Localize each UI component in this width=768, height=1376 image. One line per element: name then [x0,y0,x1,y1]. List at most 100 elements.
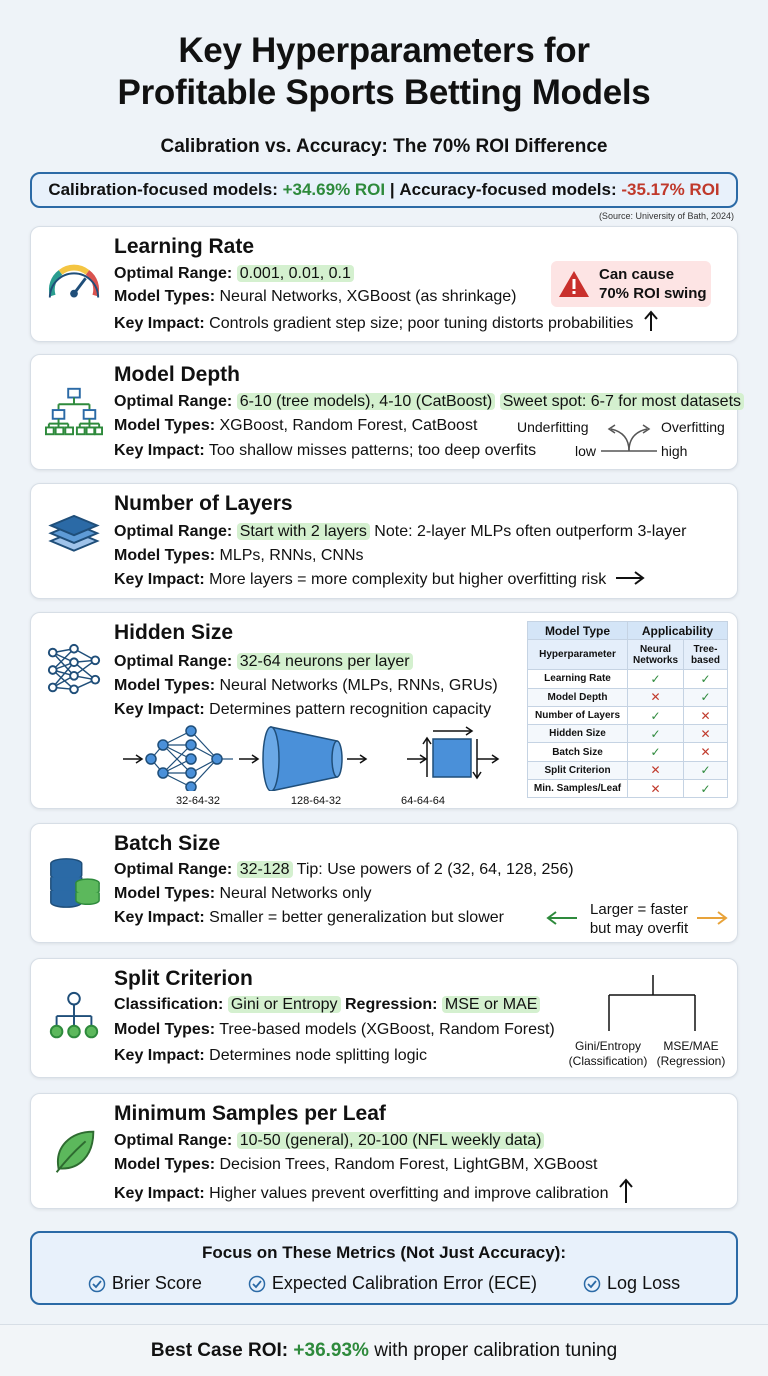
batch-size-tip: Tip: Use powers of 2 (32, 64, 128, 256) [296,861,574,878]
accuracy-label: Accuracy-focused models: [399,180,617,199]
optimal-range-label: Optimal Range: [114,265,233,282]
table-row: Batch Size✓✕ [527,742,728,762]
metric-label: Expected Calibration Error (ECE) [271,1273,538,1293]
focus-title: Focus on These Metrics (Not Just Accurac… [201,1243,566,1262]
warning-line-2: 70% ROI swing [599,285,707,302]
hidden-size-title: Hidden Size [114,621,234,644]
warning-line-1: Can cause [599,266,675,283]
table-header-applicability: Applicability [627,620,728,641]
model-depth-card: Model Depth Optimal Range: 6-10 (tree mo… [30,354,745,470]
batch-size-card: Batch Size Optimal Range: 32-128 Tip: Us… [30,823,738,943]
key-impact-label: Key Impact: [114,1185,205,1202]
footer-suffix: with proper calibration tuning [374,1339,618,1361]
metric-log-loss: Log Loss [583,1273,680,1294]
learning-rate-range: 0.001, 0.01, 0.1 [236,265,354,282]
metric-label: Brier Score [111,1273,202,1293]
optimal-range-label: Optimal Range: [114,861,233,878]
arch-label-1: 32-64-32 [175,795,221,807]
arch-label-2: 128-64-32 [290,795,342,807]
cross-icon: ✕ [627,779,684,799]
banner-separator: | [389,180,395,199]
check-circle-icon [88,1275,106,1292]
arrow-right-icon [615,571,645,585]
model-depth-sweet-spot: Sweet spot: 6-7 for most datasets [499,393,745,410]
split-criterion-model-types: Tree-based models (XGBoost, Random Fores… [219,1021,555,1038]
cross-icon: ✕ [683,705,728,726]
arrow-up-icon [644,310,658,331]
high-label: high [661,443,688,459]
gini-entropy-branch-label: Gini/Entropy (Classification) [563,1039,653,1069]
larger-batch-note: Larger = faster but may overfit [585,900,693,938]
regression-criteria: MSE or MAE [441,996,541,1013]
batch-size-impact: Smaller = better generalization but slow… [209,909,504,926]
key-impact-label: Key Impact: [114,571,205,588]
optimal-range-label: Optimal Range: [114,653,233,670]
batch-size-range: 32-128 [236,861,293,878]
model-depth-impact-row: Key Impact: Too shallow misses patterns;… [114,440,536,462]
cross-icon: ✕ [683,724,728,744]
model-depth-title: Model Depth [114,363,240,386]
title-line-1: Key Hyperparameters for [178,31,590,70]
table-row-label: Learning Rate [527,669,628,689]
warning-icon [559,271,589,297]
cross-icon: ✕ [627,687,684,707]
min-samples-model-types: Decision Trees, Random Forest, LightGBM,… [219,1156,598,1173]
roi-comparison-banner: Calibration-focused models: +34.69% ROI … [30,172,738,208]
split-criterion-model-types-row: Model Types: Tree-based models (XGBoost,… [114,1019,555,1041]
check-icon: ✓ [683,687,728,707]
speedometer-icon [45,255,103,313]
table-row: Learning Rate✓✓ [527,669,728,689]
applicability-table: Model Type Applicability Hyperparameter … [527,620,728,799]
learning-rate-impact-row: Key Impact: Controls gradient step size;… [114,310,660,335]
calibration-label: Calibration-focused models: [48,180,278,199]
left-branch-label-2: (Classification) [568,1054,648,1068]
hidden-size-card: Hidden Size Optimal Range: 32-64 neurons… [30,612,738,809]
layers-range: Start with 2 layers [236,523,370,540]
arch-label-3: 64-64-64 [400,795,446,807]
model-depth-range-row: Optimal Range: 6-10 (tree models), 4-10 … [114,391,745,413]
table-col-hyperparameter: Hyperparameter [527,639,628,671]
arrow-up-icon [619,1178,633,1203]
learning-rate-impact: Controls gradient step size; poor tuning… [209,315,634,332]
arrow-left-green-icon [546,911,577,925]
metric-label: Log Loss [607,1273,681,1293]
table-row-label: Hidden Size [527,724,628,744]
larger-line-2: but may overfit [589,920,689,937]
model-types-label: Model Types: [114,1156,216,1173]
min-samples-impact: Higher values prevent overfitting and im… [209,1185,609,1202]
model-depth-model-types-row: Model Types: XGBoost, Random Forest, Cat… [114,415,477,437]
architecture-diagrams [123,725,500,791]
min-samples-title: Minimum Samples per Leaf [114,1102,386,1125]
table-row-label: Min. Samples/Leaf [527,779,628,799]
cross-icon: ✕ [627,760,684,781]
optimal-range-label: Optimal Range: [114,393,233,410]
hidden-size-impact-row: Key Impact: Determines pattern recogniti… [114,699,491,721]
page-subtitle: Calibration vs. Accuracy: The 70% ROI Di… [160,136,608,157]
min-samples-range-row: Optimal Range: 10-50 (general), 20-100 (… [114,1130,545,1152]
check-icon: ✓ [627,705,684,726]
tree-split-icon [45,989,103,1047]
underfitting-label: Underfitting [517,419,589,435]
model-depth-model-types: XGBoost, Random Forest, CatBoost [219,417,478,434]
model-types-label: Model Types: [114,547,216,564]
check-circle-icon [248,1275,266,1292]
model-types-label: Model Types: [114,677,216,694]
optimal-range-label: Optimal Range: [114,523,233,540]
learning-rate-range-row: Optimal Range: 0.001, 0.01, 0.1 [114,263,354,285]
batch-size-range-row: Optimal Range: 32-128 Tip: Use powers of… [114,859,574,881]
layers-impact-row: Key Impact: More layers = more complexit… [114,569,645,591]
batch-size-model-types: Neural Networks only [219,885,372,902]
table-col-tree: Tree-based [683,639,728,671]
split-criterion-range-row: Classification: Gini or Entropy Regressi… [114,994,541,1016]
larger-line-1: Larger = faster [590,901,688,918]
key-impact-label: Key Impact: [114,909,205,926]
hidden-size-model-types-row: Model Types: Neural Networks (MLPs, RNNs… [114,675,498,697]
model-depth-impact: Too shallow misses patterns; too deep ov… [208,442,537,459]
check-icon: ✓ [683,760,728,781]
split-criterion-card: Split Criterion Classification: Gini or … [30,958,738,1078]
check-icon: ✓ [627,742,684,762]
table-row: Split Criterion✕✓ [527,760,728,781]
neural-network-icon [45,641,103,699]
min-samples-range: 10-50 (general), 20-100 (NFL weekly data… [236,1132,545,1149]
leaf-icon [45,1122,103,1180]
